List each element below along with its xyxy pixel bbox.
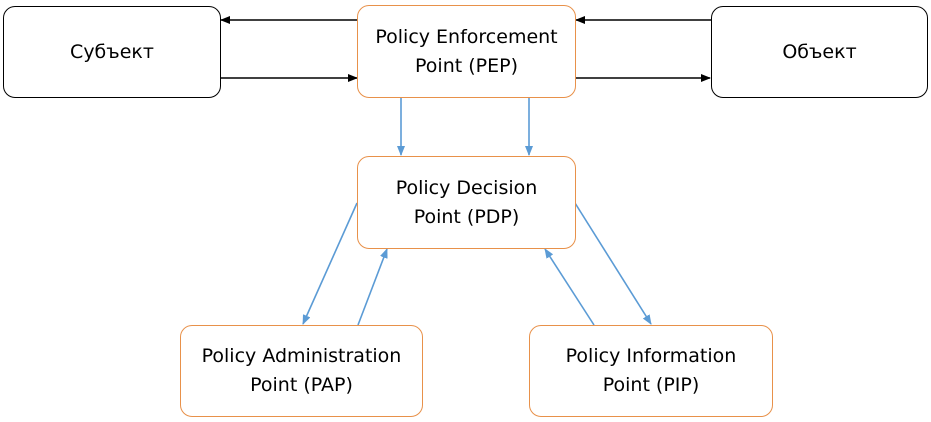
edge-pdp-to-pip	[574, 202, 652, 325]
node-subject-label: Субъект	[70, 40, 154, 63]
edge-pip-to-pdp	[544, 248, 595, 326]
node-pdp-line1: Policy Decision	[395, 176, 538, 199]
node-pdp: Policy Decision Point (PDP)	[357, 156, 576, 249]
node-pip-line2: Point (PIP)	[602, 374, 700, 396]
edge-pdp-to-pap	[302, 202, 358, 325]
node-pep-line1: Policy Enforcement	[375, 25, 558, 48]
node-object-label: Объект	[782, 40, 857, 63]
node-object: Объект	[711, 6, 928, 98]
node-pdp-line2: Point (PDP)	[413, 205, 520, 228]
node-subject: Субъект	[3, 6, 221, 98]
node-pap-line1: Policy Administration	[201, 345, 402, 367]
node-pap: Policy Administration Point (PAP)	[180, 325, 423, 417]
node-pep: Policy Enforcement Point (PEP)	[357, 5, 576, 98]
node-pip-line1: Policy Information	[565, 345, 737, 367]
node-pip: Policy Information Point (PIP)	[529, 325, 773, 417]
node-pap-line2: Point (PAP)	[250, 374, 353, 396]
edge-pap-to-pdp	[357, 248, 388, 326]
node-pep-line2: Point (PEP)	[415, 54, 518, 77]
